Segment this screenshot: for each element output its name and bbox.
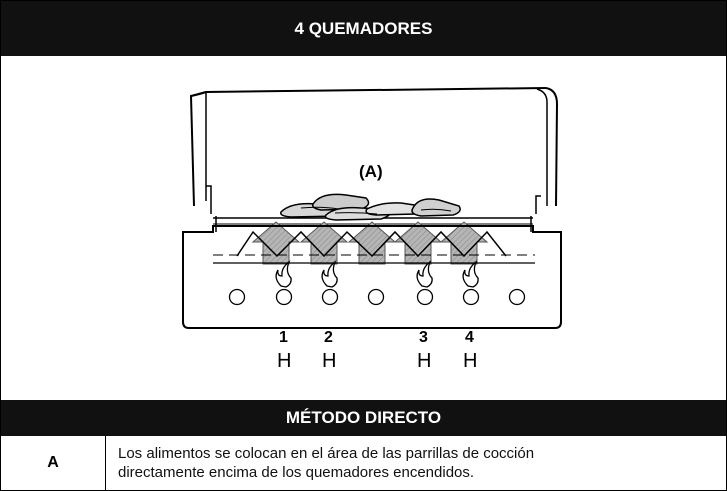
burner-number: 2 — [324, 329, 333, 346]
row-description-line: directamente encima de los quemadores en… — [118, 464, 475, 481]
burner-setting: H — [322, 350, 336, 372]
diagram-callout: (A) — [359, 162, 383, 181]
row-key: A — [1, 436, 106, 490]
grill-illustration: (A) 1 2 3 4 H H H H — [1, 56, 726, 400]
burner-number: 3 — [419, 329, 428, 346]
heat-deflector — [236, 230, 507, 258]
row-description: Los alimentos se colocan en el área de l… — [118, 444, 678, 482]
burner-flames — [275, 260, 479, 288]
header-title: 4 QUEMADORES — [294, 18, 433, 38]
burner-setting: H — [463, 350, 477, 372]
burner-setting: H — [417, 350, 431, 372]
burner-number: 4 — [465, 329, 474, 346]
grill-lid — [189, 87, 559, 207]
control-knobs — [228, 288, 526, 306]
table-row: A Los alimentos se colocan en el área de… — [1, 436, 726, 490]
row-description-line: Los alimentos se colocan en el área de l… — [118, 445, 535, 462]
header-bar: 4 QUEMADORES — [1, 1, 726, 56]
section-title: MÉTODO DIRECTO — [285, 408, 442, 427]
burner-setting: H — [277, 350, 291, 372]
section-title-bar: MÉTODO DIRECTO — [1, 400, 726, 436]
heat-arrows — [251, 221, 489, 265]
firebox — [182, 225, 562, 329]
burner-number: 1 — [279, 329, 288, 346]
food-items — [279, 193, 461, 221]
